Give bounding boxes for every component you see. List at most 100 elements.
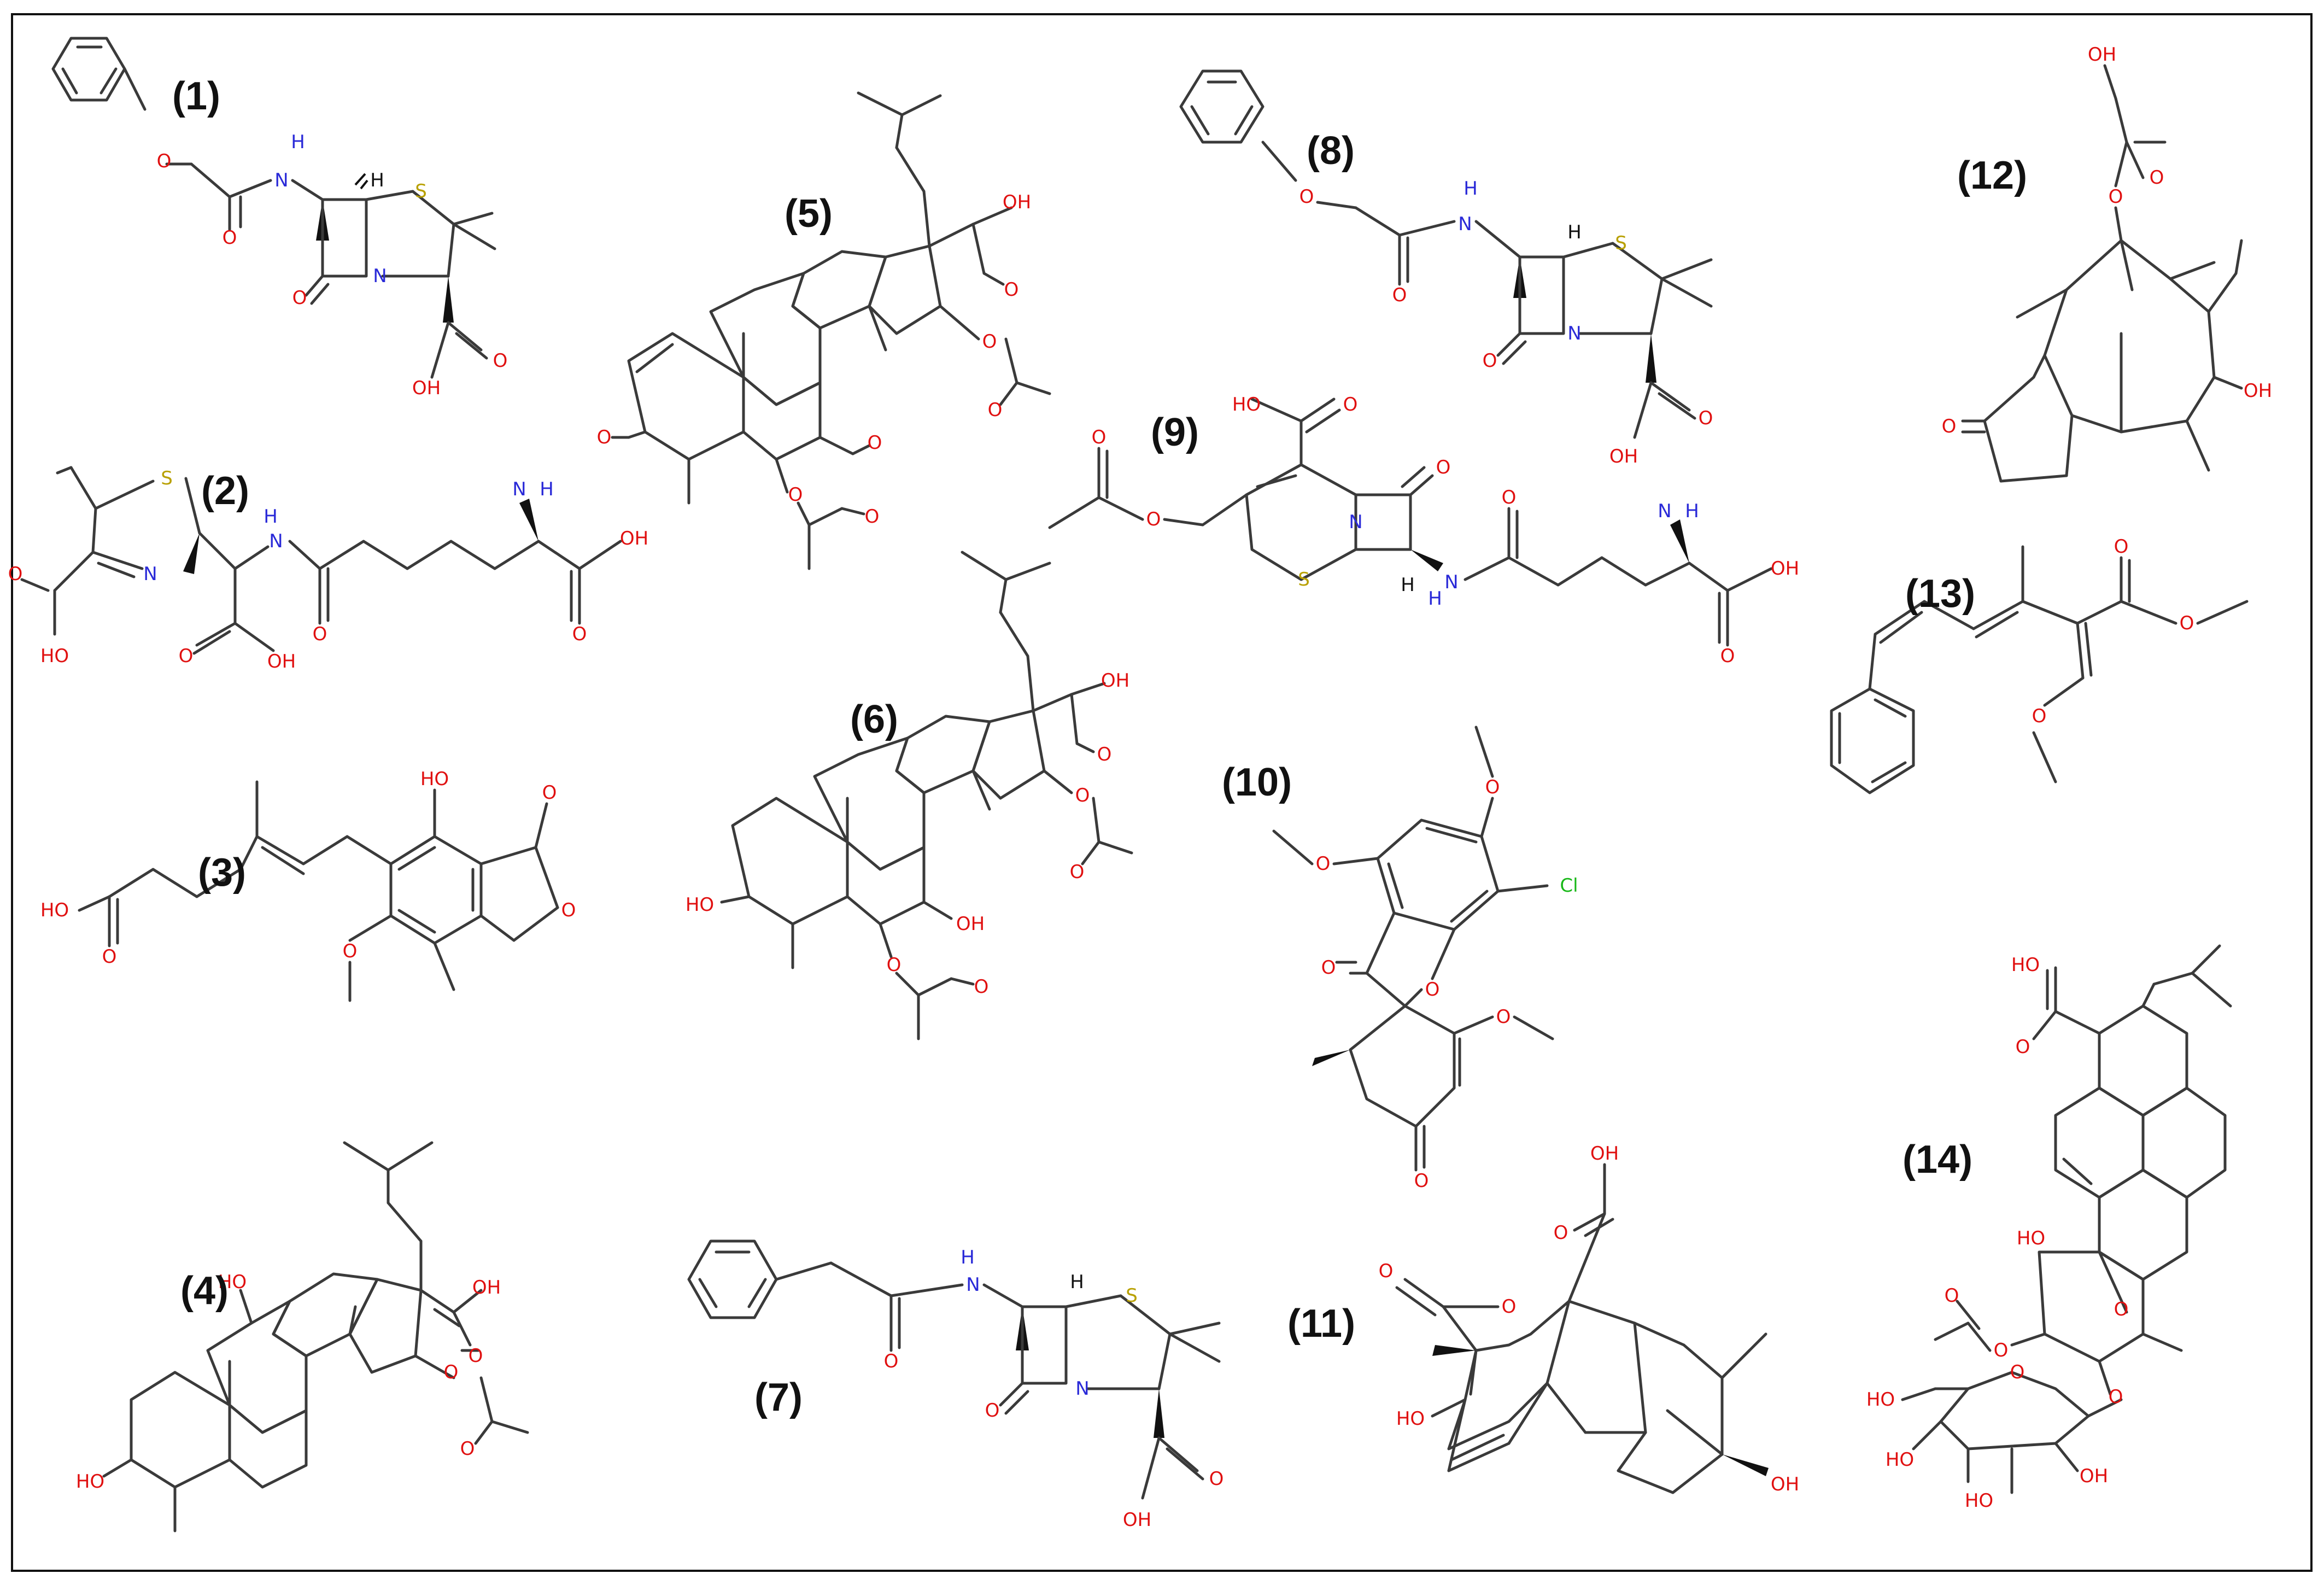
atom-O: O <box>1436 457 1451 478</box>
atom-H: H <box>264 506 278 528</box>
atom-OH: OH <box>2080 1465 2108 1487</box>
atom-N: N <box>1075 1378 1089 1400</box>
atom-H: H <box>1428 588 1442 610</box>
structure-5: OH O O O O O O O <box>597 91 1051 570</box>
atom-OH: OH <box>1101 670 1129 692</box>
atom-O: O <box>2032 705 2047 727</box>
atom-O: O <box>887 954 901 976</box>
atom-HO: HO <box>218 1271 247 1293</box>
structure-2: S N O HO O OH N H O N H O OH <box>8 466 648 672</box>
atom-O: O <box>444 1361 459 1383</box>
atom-HO: HO <box>686 894 714 916</box>
atom-O: O <box>1379 1260 1394 1282</box>
atom-O: O <box>2150 167 2164 189</box>
atom-O: O <box>1092 426 1107 448</box>
atom-HO: HO <box>420 768 449 790</box>
structure-12: OH O O O OH <box>1942 44 2272 483</box>
structure-7: O N H S N O O OH H <box>687 1239 1224 1531</box>
atom-H: H <box>370 169 384 191</box>
atom-OH: OH <box>472 1277 501 1299</box>
atom-O: O <box>2016 1036 2030 1058</box>
atom-HO: HO <box>2017 1227 2045 1249</box>
atom-H: H <box>961 1247 975 1268</box>
atom-O: O <box>8 563 23 585</box>
atom-N: N <box>274 169 288 191</box>
atom-O: O <box>1209 1468 1224 1490</box>
atom-S: S <box>1615 232 1627 254</box>
atom-O: O <box>2010 1361 2025 1383</box>
structure-1: O O N H S N O O OH H <box>51 37 508 399</box>
atom-O: O <box>2109 186 2123 208</box>
atom-O: O <box>1496 1006 1511 1028</box>
structure-11: O O O OH HO OH <box>1379 1143 1800 1495</box>
label-14: (14) <box>1902 1138 1972 1182</box>
atom-O: O <box>1316 853 1331 875</box>
atom-O: O <box>988 399 1003 421</box>
atom-HO: HO <box>76 1471 104 1493</box>
atom-Cl: Cl <box>1560 875 1578 897</box>
atom-OH: OH <box>2244 380 2272 402</box>
atom-HO: HO <box>1866 1389 1895 1411</box>
structure-4: O O OH O HO HO <box>76 1141 529 1533</box>
label-10: (10) <box>1222 761 1292 804</box>
atom-HO: HO <box>40 645 69 667</box>
label-1: (1) <box>172 74 220 118</box>
atom-HO: HO <box>1965 1490 1993 1512</box>
structure-8: O O N H S N O O OH H <box>1179 69 1713 467</box>
atom-O: O <box>597 426 612 448</box>
atom-N: N <box>1349 511 1362 533</box>
atom-H: H <box>540 478 554 500</box>
atom-O: O <box>1321 957 1336 979</box>
label-13: (13) <box>1905 572 1975 616</box>
atom-O: O <box>1075 785 1090 806</box>
atom-O: O <box>868 432 882 454</box>
atom-O: O <box>1483 350 1497 372</box>
atom-OH: OH <box>2088 44 2116 66</box>
atom-S: S <box>1126 1285 1138 1307</box>
atom-N: N <box>966 1274 980 1296</box>
atom-O: O <box>1502 1296 1517 1318</box>
atom-O: O <box>1720 645 1735 667</box>
atom-HO: HO <box>40 899 69 921</box>
figure-frame <box>11 13 2313 1572</box>
atom-N: N <box>143 563 157 585</box>
atom-O: O <box>1699 407 1713 429</box>
structure-9: O O HO O N S O N H O N H O OH H <box>1048 394 1799 667</box>
atom-O: O <box>493 350 508 372</box>
atom-N: N <box>269 530 283 552</box>
atom-O: O <box>542 782 557 804</box>
atom-O: O <box>1070 861 1085 883</box>
label-8: (8) <box>1307 129 1355 173</box>
atom-H: H <box>291 131 305 153</box>
atom-S: S <box>1298 569 1310 590</box>
atom-HO: HO <box>1232 394 1261 416</box>
structure-13: O O O <box>1830 536 2249 794</box>
atom-OH: OH <box>1609 446 1638 467</box>
atom-N: N <box>1444 571 1458 593</box>
atom-O: O <box>313 623 327 645</box>
label-5: (5) <box>785 192 833 236</box>
label-9: (9) <box>1151 411 1199 454</box>
atom-O: O <box>2114 1299 2129 1320</box>
atom-OH: OH <box>1771 1473 1799 1495</box>
atom-OH: OH <box>267 651 296 672</box>
label-6: (6) <box>850 698 898 741</box>
atom-N: N <box>512 478 526 500</box>
atom-HO: HO <box>1886 1449 1914 1471</box>
atom-OH: OH <box>1590 1143 1619 1165</box>
atom-O: O <box>343 940 358 962</box>
atom-HO: HO <box>1396 1408 1425 1430</box>
atom-O: O <box>179 645 194 667</box>
atom-O: O <box>1004 279 1019 301</box>
atom-OH: OH <box>1771 558 1799 580</box>
atom-O: O <box>2180 612 2194 634</box>
structure-14: HO O HO O O O O O HO HO OH HO <box>1866 944 2232 1512</box>
label-2: (2) <box>201 469 249 513</box>
atom-H: H <box>1464 178 1478 200</box>
atom-O: O <box>985 1400 1000 1422</box>
atom-O: O <box>2109 1386 2123 1408</box>
structure-10: O O Cl O O O O <box>1272 726 1578 1192</box>
atom-O: O <box>1414 1170 1429 1192</box>
atom-H: H <box>1401 574 1415 596</box>
